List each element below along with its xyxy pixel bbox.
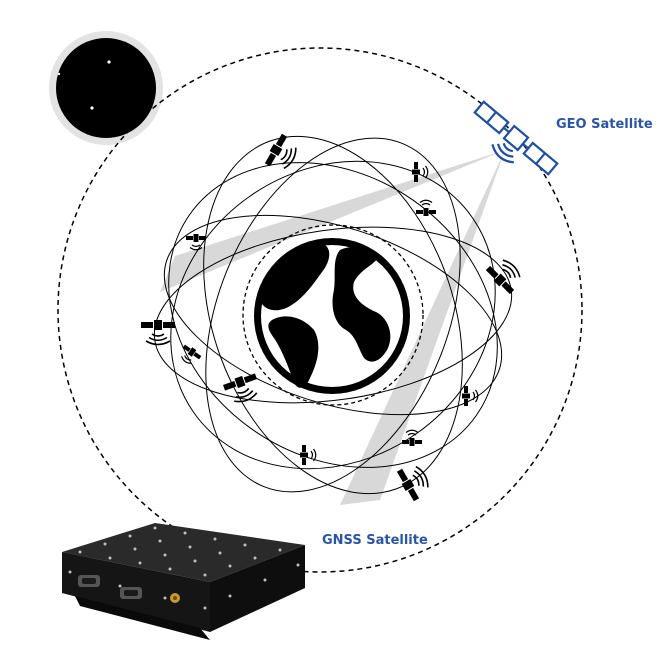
inset-star [90,106,94,110]
antenna-port [170,593,180,603]
gnss-satellite-icon [299,444,317,466]
gnss-satellite-icon [415,199,437,217]
device-connector [120,587,142,599]
gnss-satellite-icon [461,385,479,407]
device-connector [78,575,100,587]
earth-globe-icon [242,224,424,406]
gnss-receiver-device [62,523,305,640]
geo-satellite-label: GEO Satellite [556,117,653,132]
geo-orbit [57,47,583,573]
gnss-satellite-icon [483,253,527,297]
gnss-satellite-icon [401,429,423,447]
gnss-orbits [153,135,513,495]
inset-star [57,72,61,76]
gnss-satellite-icon [176,342,204,368]
geo-satellite-icon [473,100,559,176]
gnss-satellite-icon [262,131,303,176]
gnss-satellite-icon [394,459,435,504]
gnss-satellite-icon [140,319,176,346]
inset-sky-view [49,31,163,145]
gnss-satellite-label: GNSS Satellite [322,533,428,548]
inset-star [107,60,111,64]
signal-beams [160,150,505,505]
